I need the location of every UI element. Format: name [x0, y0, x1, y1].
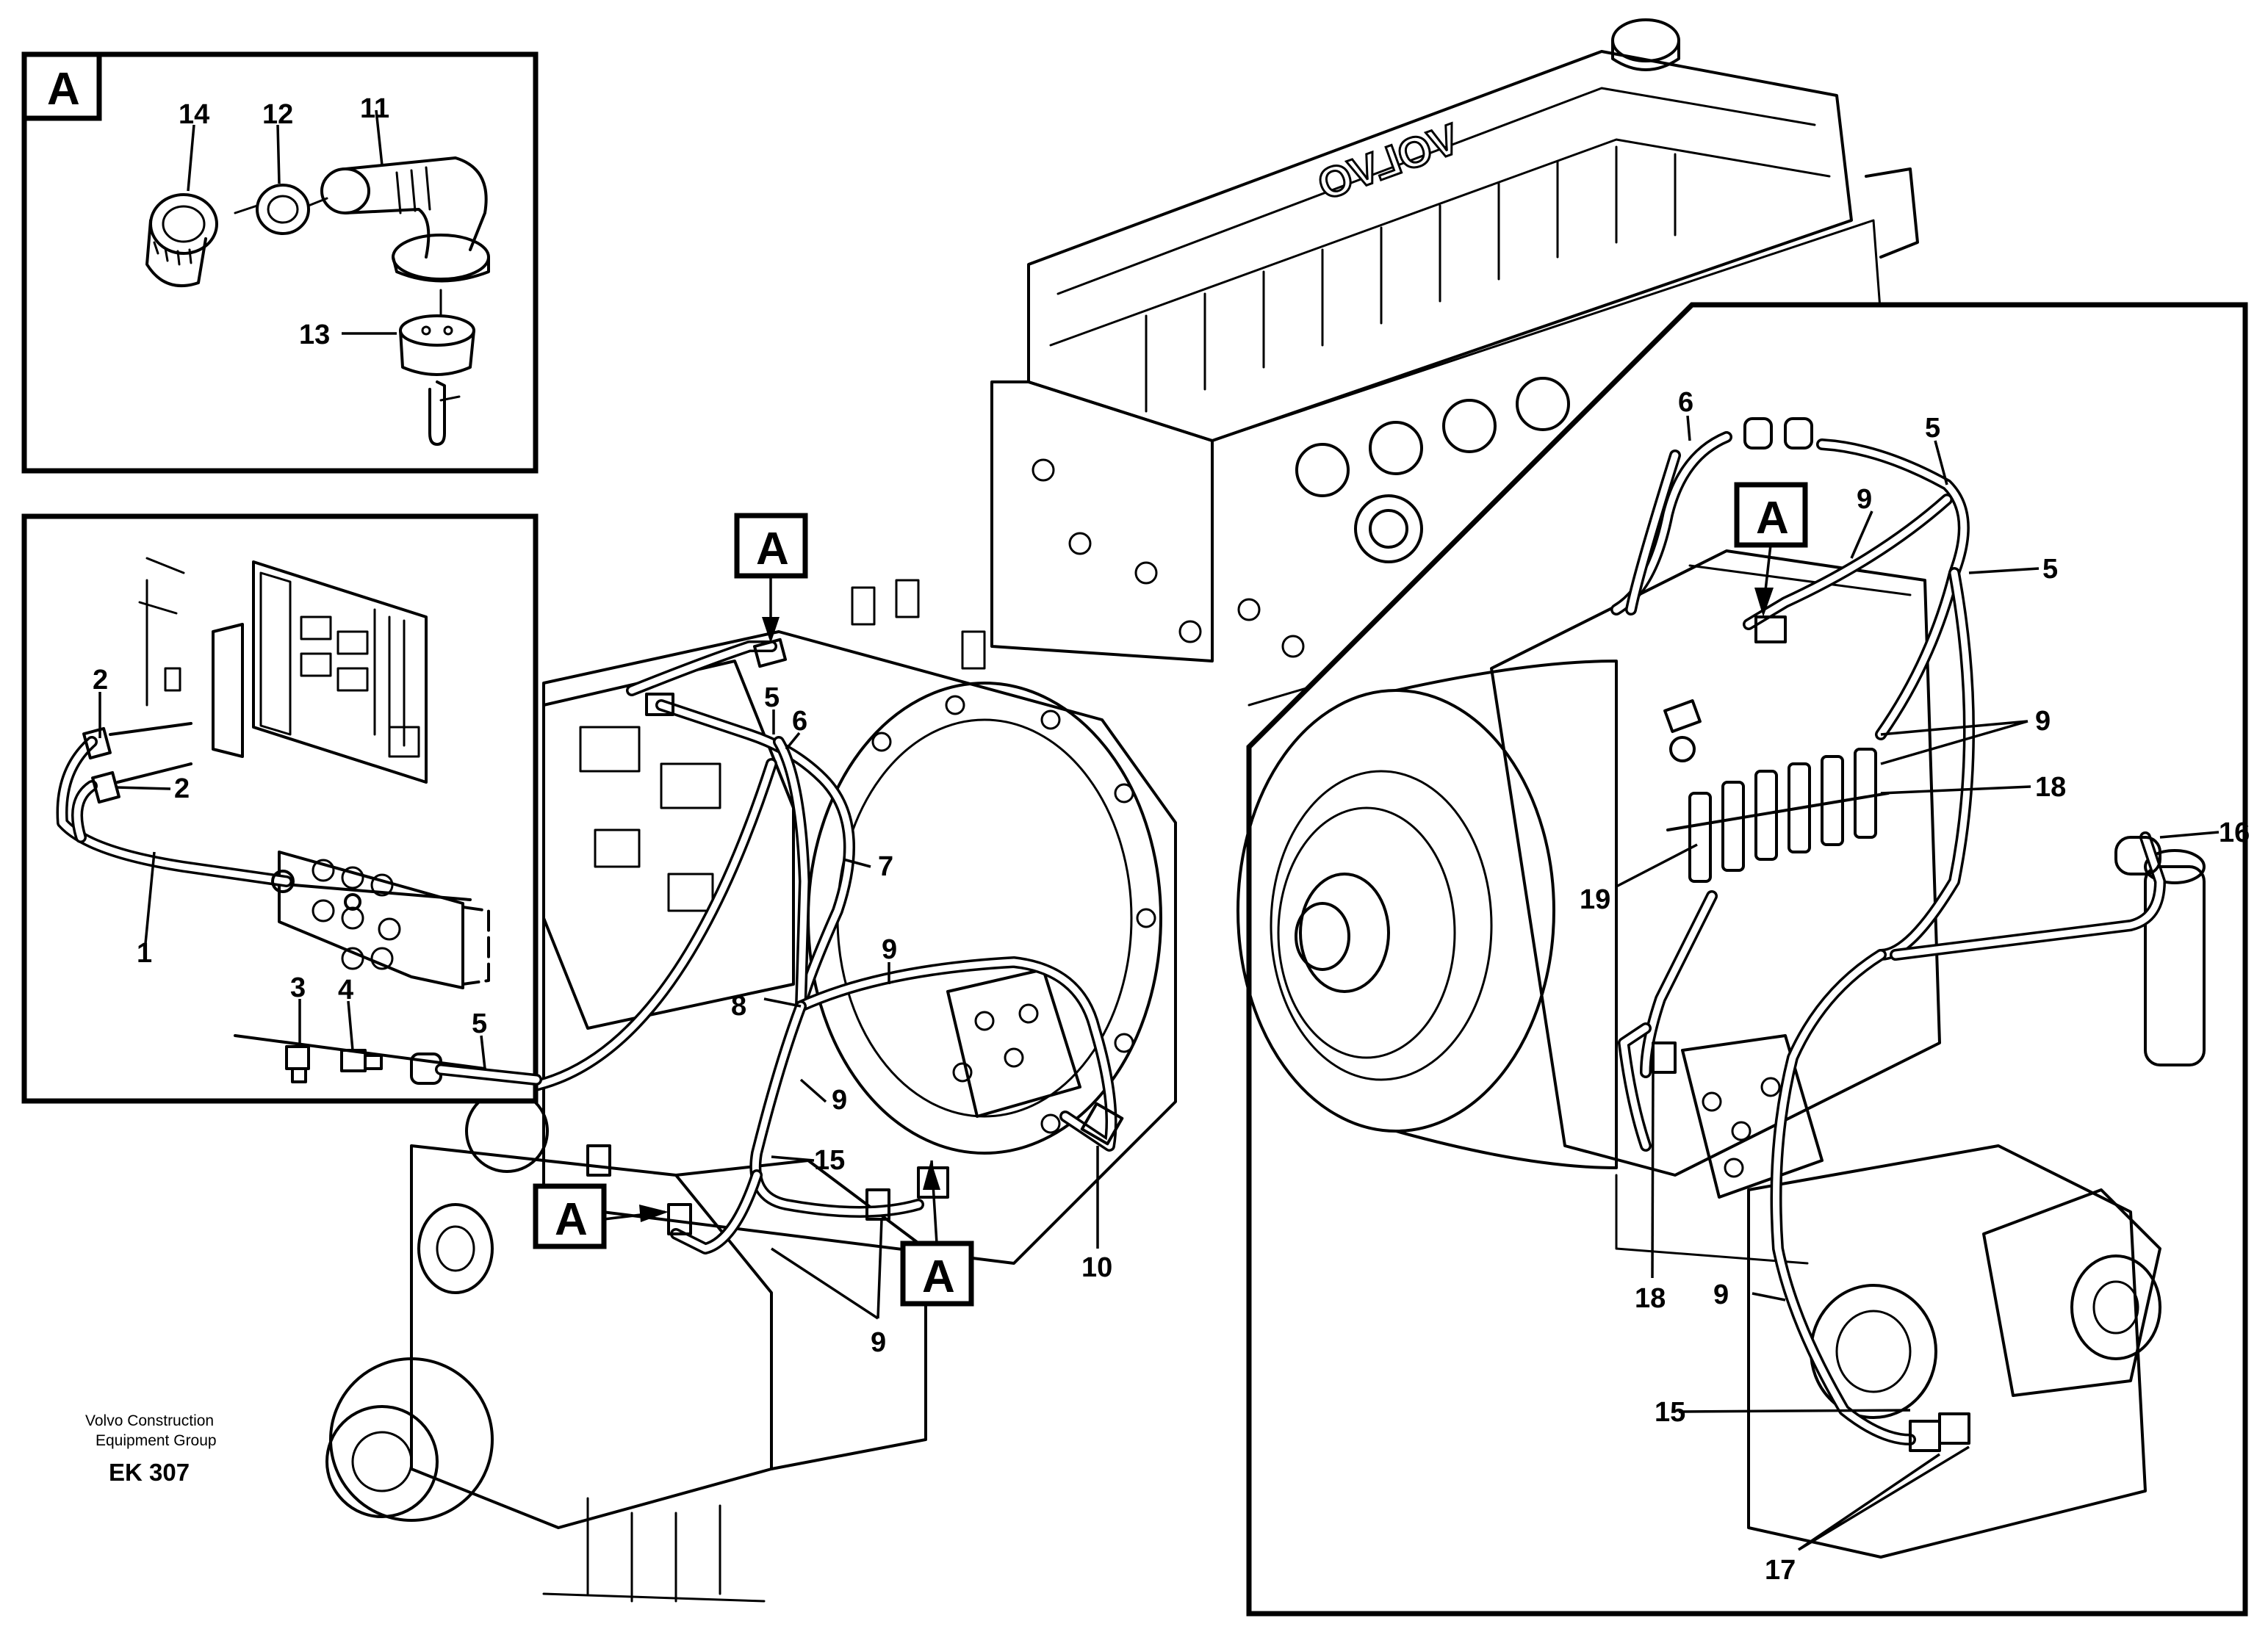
part-nut-14: [145, 193, 218, 288]
callout-6-main: 6: [792, 706, 807, 737]
callout-9-detail-mid: 9: [2035, 706, 2051, 737]
inset-a-tag: A: [47, 64, 80, 115]
callout-19: 19: [1580, 884, 1610, 915]
caption-line-2: Equipment Group: [96, 1432, 217, 1449]
detail-view: A 6 5 9 5 9 18 16 19 18 9 15 17: [1236, 302, 2250, 1617]
fitting-4: [340, 1049, 383, 1072]
callout-5-detail-top: 5: [1925, 413, 1940, 444]
callout-5-detail-right: 5: [2042, 554, 2058, 585]
callout-3: 3: [290, 972, 306, 1003]
illustration-code: EK 307: [109, 1459, 190, 1486]
callout-6-detail: 6: [1678, 387, 1693, 418]
main-view-callouts: 5 6 7 9 8 9 15 10 9: [731, 682, 1112, 1358]
callout-14: 14: [179, 99, 209, 130]
callout-9-main-mid: 9: [832, 1085, 847, 1116]
solenoid-connectors: [1666, 748, 1890, 883]
flange-bolts: [871, 695, 1156, 1134]
flag-a-detail: A: [1756, 493, 1789, 544]
callout-9-main-bottom: 9: [871, 1327, 886, 1358]
callout-15-detail: 15: [1655, 1397, 1685, 1428]
main-harness: [523, 638, 1124, 1254]
transmission-housing: [325, 579, 1177, 1603]
callout-5-main: 5: [764, 682, 780, 713]
caption-line-1: Volvo Construction: [85, 1412, 214, 1429]
callout-8: 8: [731, 991, 746, 1022]
intake-ports: [1295, 377, 1570, 563]
oil-filler-cap: [1611, 18, 1680, 62]
part-elbow-11: [320, 156, 490, 283]
callout-17: 17: [1765, 1555, 1796, 1586]
detail-valve-bolts: [1702, 1077, 1781, 1178]
part-seal-ring-12: [256, 184, 310, 235]
callout-1: 1: [137, 938, 152, 969]
publisher-caption: Volvo Construction Equipment Group EK 30…: [85, 1412, 217, 1486]
block-bolts: [1032, 458, 1305, 658]
callout-11: 11: [360, 93, 389, 124]
flag-a-bottom: A: [922, 1252, 955, 1302]
callout-10: 10: [1081, 1252, 1112, 1283]
callout-15-main: 15: [814, 1145, 845, 1176]
hose-end-5: [410, 1053, 542, 1086]
part-plug-13: [399, 314, 475, 446]
callout-5-cab: 5: [472, 1008, 487, 1039]
callout-9-detail-bottom: 9: [1713, 1279, 1729, 1310]
callout-9-detail-top: 9: [1857, 484, 1872, 515]
inset-view-a: A: [21, 51, 539, 474]
callout-7: 7: [878, 851, 893, 882]
callout-2-upper: 2: [93, 665, 108, 696]
flag-a-top: A: [756, 524, 789, 574]
valve-cover-ribs: [1145, 145, 1677, 413]
flag-a-left: A: [555, 1194, 588, 1245]
main-view-flags: A A A: [533, 513, 974, 1307]
callout-2-lower: 2: [174, 773, 190, 804]
callout-12: 12: [262, 99, 293, 130]
callout-16: 16: [2219, 817, 2250, 848]
fitting-3: [285, 1045, 310, 1083]
callout-18-detail-bottom: 18: [1635, 1283, 1666, 1314]
callout-13: 13: [299, 319, 330, 350]
callout-9-main-top: 9: [882, 934, 897, 965]
callout-4: 4: [338, 975, 353, 1005]
brand-lettering: VOLVO: [1311, 115, 1465, 209]
inset-cab-connection: 2 2 1 3 4 5: [21, 513, 542, 1104]
callout-18-detail-top: 18: [2035, 772, 2066, 803]
